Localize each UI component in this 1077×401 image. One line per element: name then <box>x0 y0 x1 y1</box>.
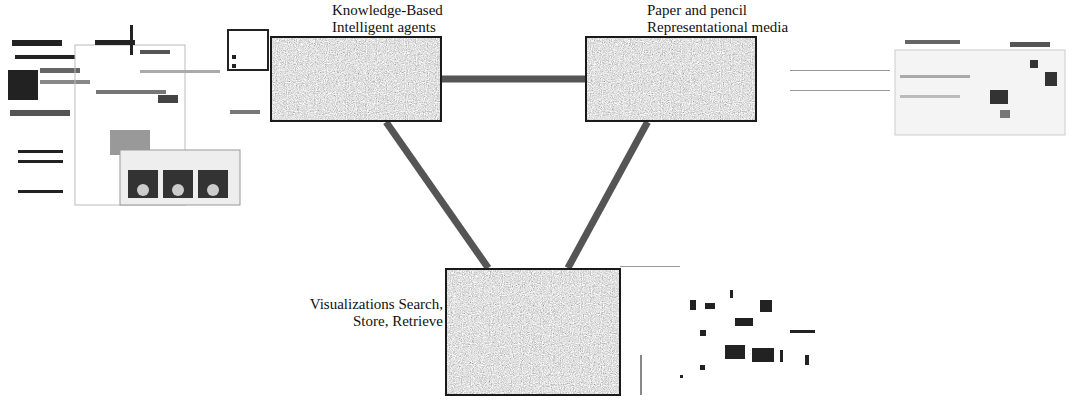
connector-bar <box>386 122 488 268</box>
box-label: Visualizations Search, Store, Retrieve <box>291 296 445 330</box>
connector-bar <box>442 76 585 83</box>
texture-fill <box>272 38 440 120</box>
screenshot <box>790 40 1065 135</box>
textured-box: Knowledge-Based Intelligent agents <box>270 36 442 122</box>
schematic-fragment <box>620 266 815 395</box>
box-label: Knowledge-Based Intelligent agents <box>330 2 462 36</box>
connector-bar <box>568 122 648 268</box>
texture-fill <box>447 270 619 394</box>
textured-box: Paper and pencil Representational media <box>585 36 757 122</box>
box-label: Paper and pencil Representational media <box>645 2 807 36</box>
texture-fill <box>587 38 755 120</box>
textured-box: Visualizations Search, Store, Retrieve <box>445 268 621 396</box>
screenshot-collage <box>8 25 268 205</box>
